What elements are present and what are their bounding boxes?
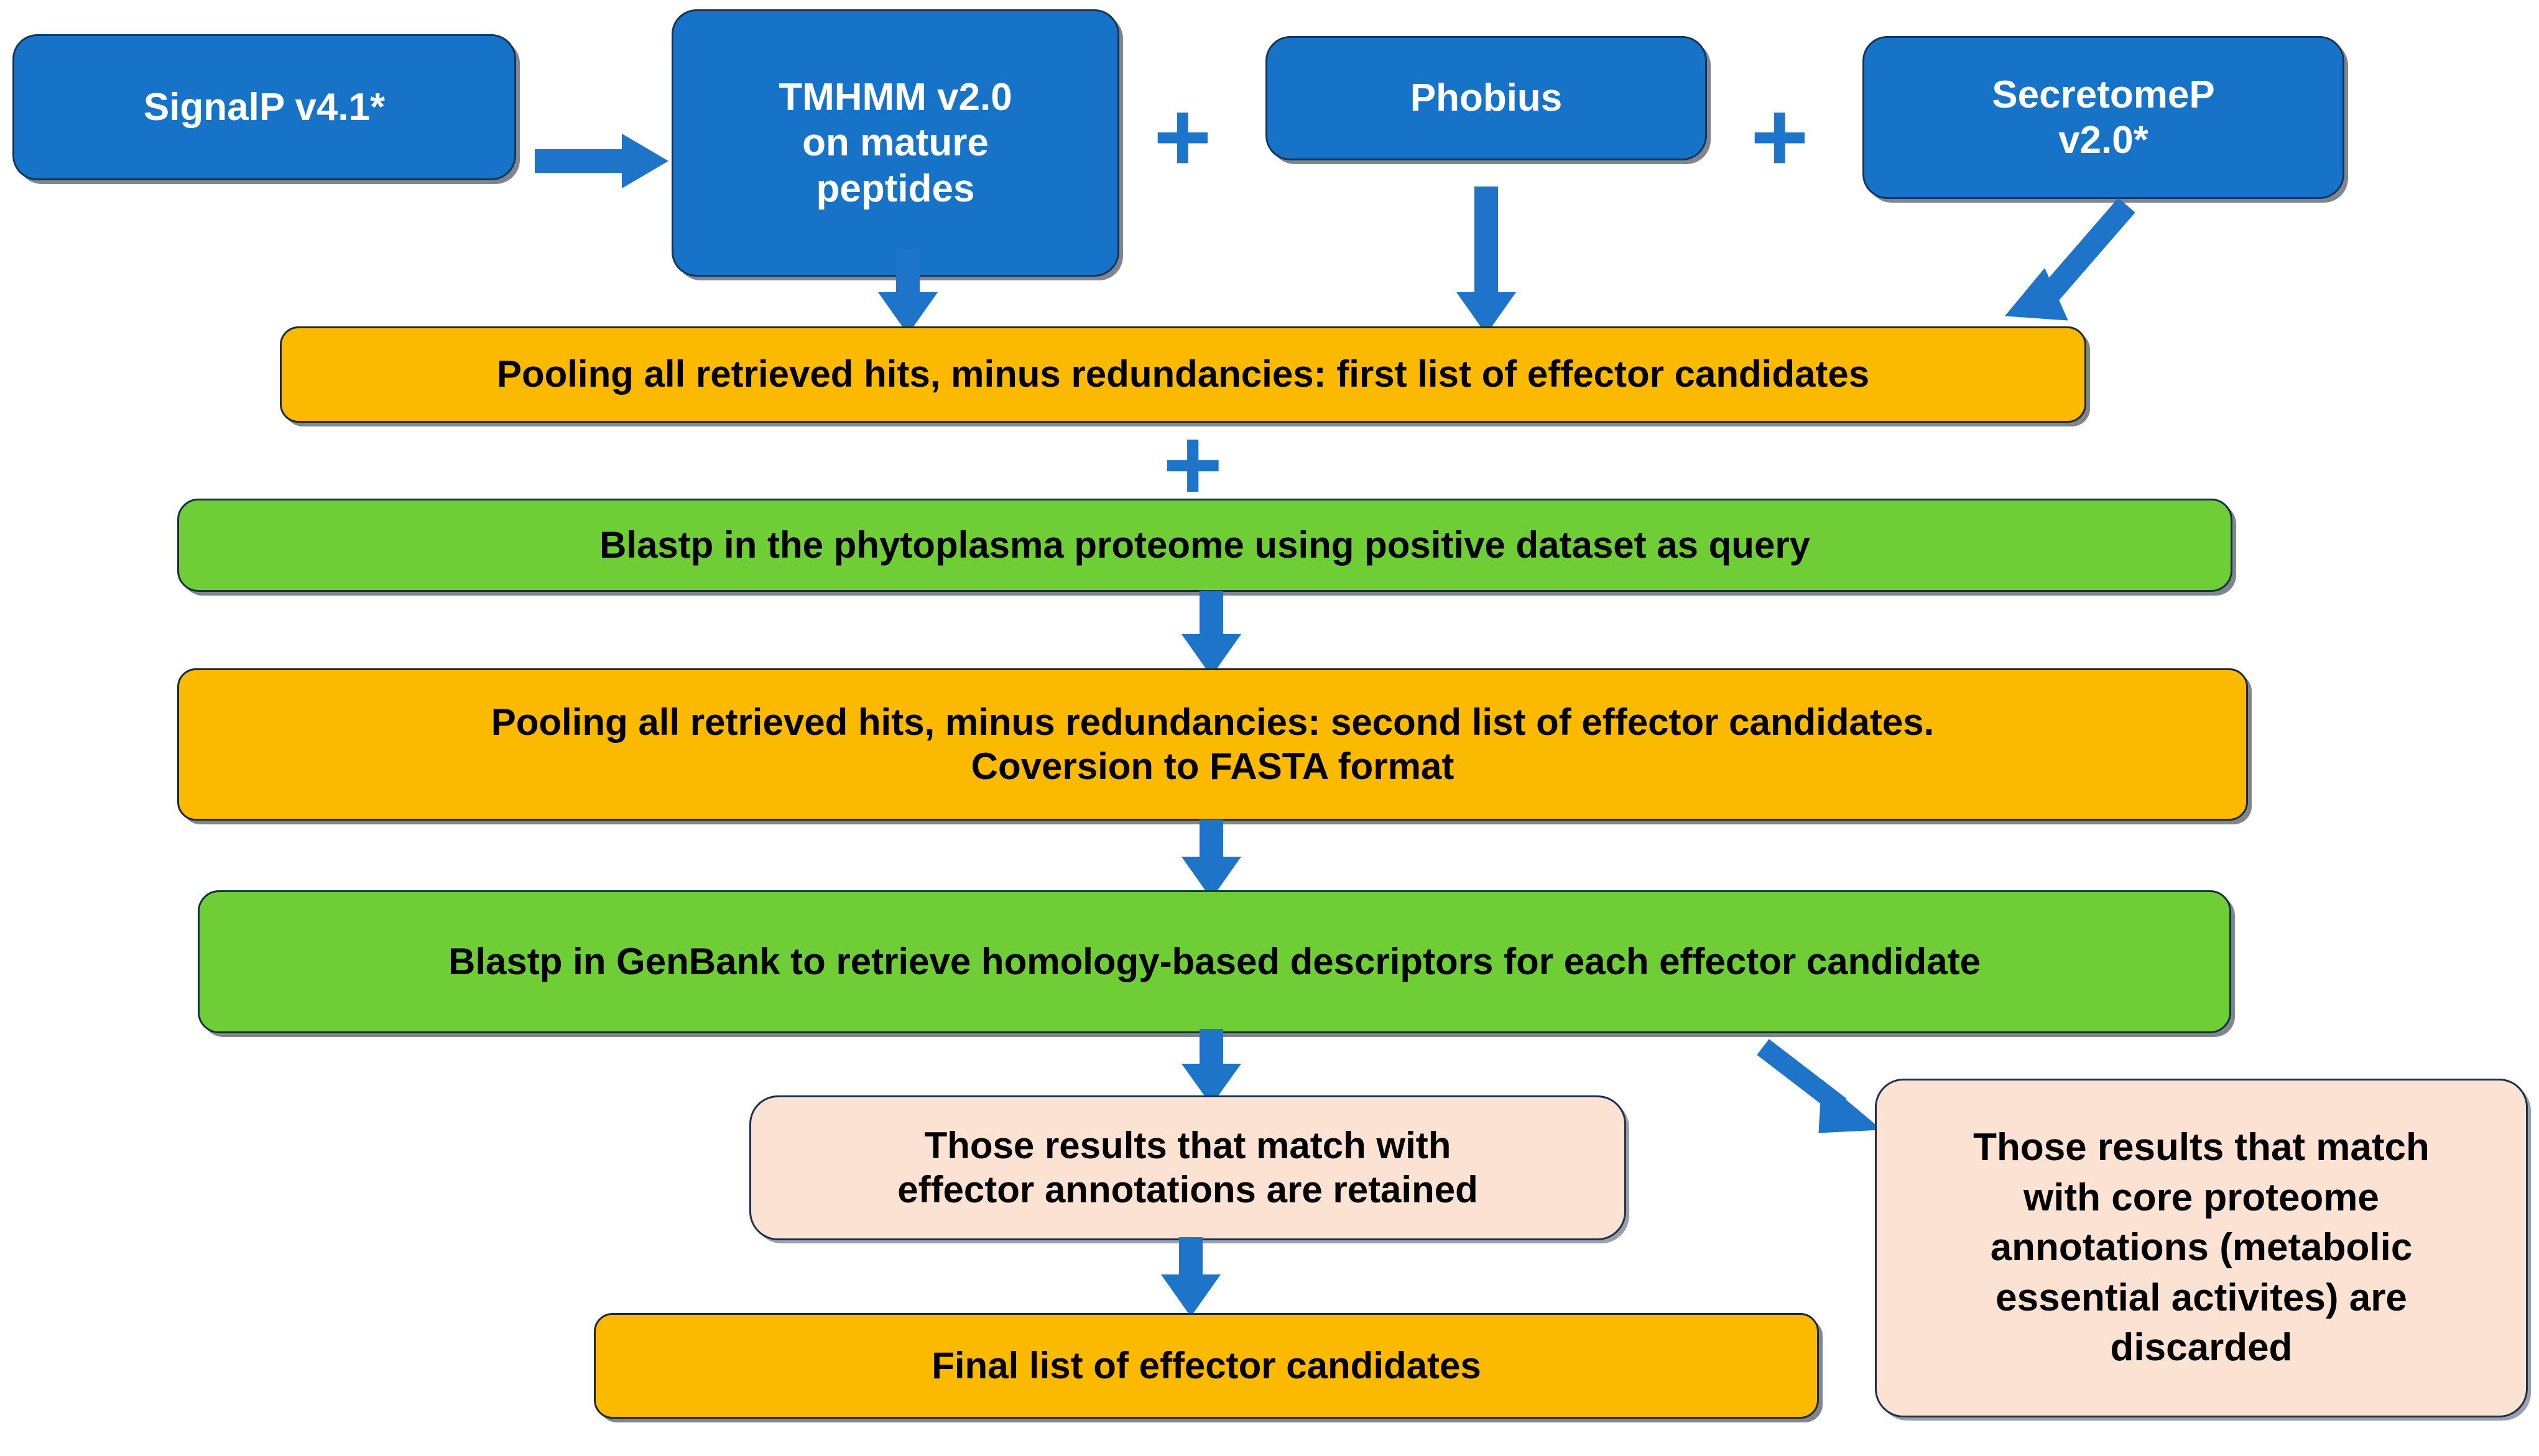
plus-operator-secretomep: +	[1750, 81, 1809, 192]
plus-operator-phobius: +	[1154, 81, 1212, 192]
node-blastp-phytoplasma[interactable]: Blastp in the phytoplasma proteome using…	[177, 499, 2232, 592]
node-retained[interactable]: Those results that match with effector a…	[749, 1095, 1626, 1240]
node-pool-first[interactable]: Pooling all retrieved hits, minus redund…	[280, 326, 2086, 423]
arrow-blastp-phytoplasma-to-pool-second	[1174, 591, 1249, 678]
arrow-signalp-to-tmhmm	[535, 127, 672, 196]
node-final-list[interactable]: Final list of effector candidates	[594, 1313, 1819, 1419]
arrow-phobius-to-pool-first	[1449, 187, 1524, 336]
arrow-pool-second-to-blastp-genbank	[1174, 819, 1249, 900]
node-pool-second[interactable]: Pooling all retrieved hits, minus redund…	[177, 668, 2248, 821]
node-tmhmm[interactable]: TMHMM v2.0 on mature peptides	[672, 9, 1119, 277]
node-signalp[interactable]: SignalP v4.1*	[12, 34, 516, 180]
node-blastp-genbank[interactable]: Blastp in GenBank to retrieve homology-b…	[198, 890, 2231, 1033]
node-discarded[interactable]: Those results that match with core prote…	[1875, 1079, 2528, 1417]
node-secretomep[interactable]: SecretomeP v2.0*	[1862, 36, 2344, 199]
node-phobius[interactable]: Phobius	[1265, 36, 1707, 160]
arrow-retained-to-final-list	[1154, 1237, 1228, 1318]
arrow-secretomep-to-pool-first	[1971, 198, 2145, 342]
